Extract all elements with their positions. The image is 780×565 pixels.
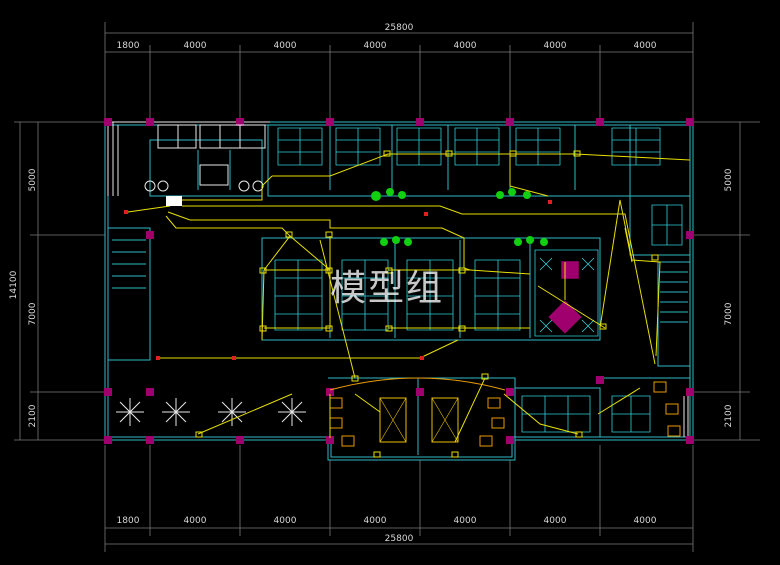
top-dimension-4: 4000: [364, 41, 387, 51]
left-dimensions: 14100 5000 7000 2100: [9, 121, 105, 441]
light-fixtures: [166, 150, 659, 458]
left-dimension-3: 2100: [28, 404, 38, 427]
left-dimension-1: 5000: [28, 168, 38, 191]
right-dimension-2: 7000: [724, 302, 734, 325]
switch-markers: [124, 200, 552, 360]
bottom-dimension-1: 1800: [117, 516, 140, 526]
bottom-dimension-2: 4000: [184, 516, 207, 526]
electrical-wiring: [127, 153, 691, 443]
top-office-furniture: [277, 127, 683, 246]
top-dimension-6: 4000: [544, 41, 567, 51]
restroom-fixtures: [144, 124, 266, 192]
top-dimension-5: 4000: [454, 41, 477, 51]
watermark-text: 模型组: [330, 268, 444, 309]
right-dimension-3: 2100: [724, 404, 734, 427]
left-dimension-2: 7000: [28, 302, 38, 325]
bottom-dimension-5: 4000: [454, 516, 477, 526]
bottom-dimension-4: 4000: [364, 516, 387, 526]
structural-columns: [104, 118, 694, 444]
left-total-dimension: 14100: [9, 270, 19, 299]
building-walls: [104, 121, 694, 461]
bottom-dimension-6: 4000: [544, 516, 567, 526]
bottom-dimension-3: 4000: [274, 516, 297, 526]
right-dimension-1: 5000: [724, 168, 734, 191]
bottom-dimension-7: 4000: [634, 516, 657, 526]
lounge-tables: [116, 398, 306, 426]
top-total-dimension: 25800: [385, 23, 414, 33]
top-dimension-1: 1800: [117, 41, 140, 51]
right-dimensions: 5000 7000 2100: [693, 121, 760, 441]
top-dimension-7: 4000: [634, 41, 657, 51]
bottom-dimensions: 1800 4000 4000 4000 4000 4000 4000 25800: [104, 445, 694, 552]
top-dimensions: 25800 1800 4000 4000 4000 4000 4000 4000: [104, 22, 694, 120]
top-dimension-3: 4000: [274, 41, 297, 51]
center-office-furniture: [274, 249, 599, 337]
top-dimension-2: 4000: [184, 41, 207, 51]
plants: [371, 188, 548, 246]
bottom-total-dimension: 25800: [385, 534, 414, 544]
meeting-room-furniture: [329, 381, 681, 447]
